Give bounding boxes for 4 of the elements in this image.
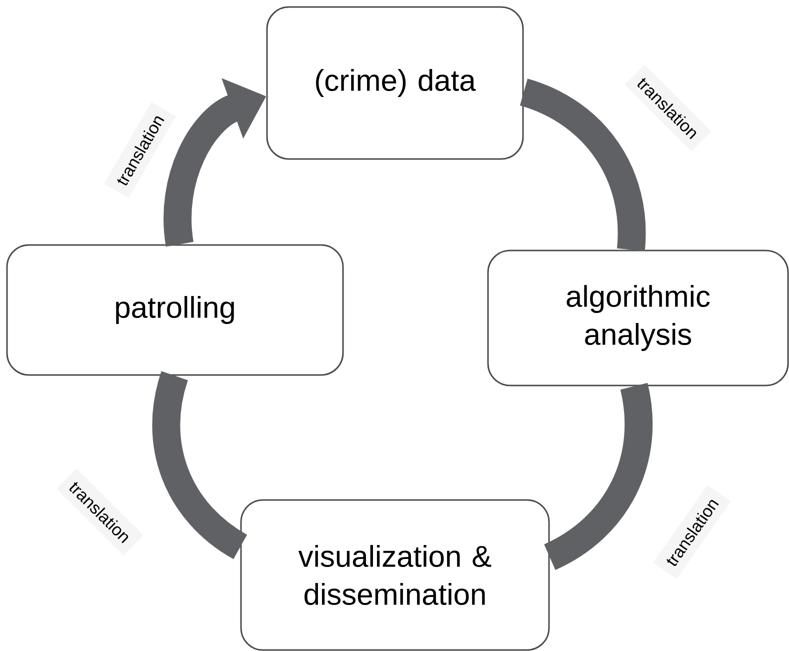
process-box: algorithmic analysis <box>487 250 789 386</box>
process-box: (crime) data <box>266 6 524 160</box>
process-box: patrolling <box>6 244 344 376</box>
process-box: visualization & dissemination <box>240 499 550 651</box>
